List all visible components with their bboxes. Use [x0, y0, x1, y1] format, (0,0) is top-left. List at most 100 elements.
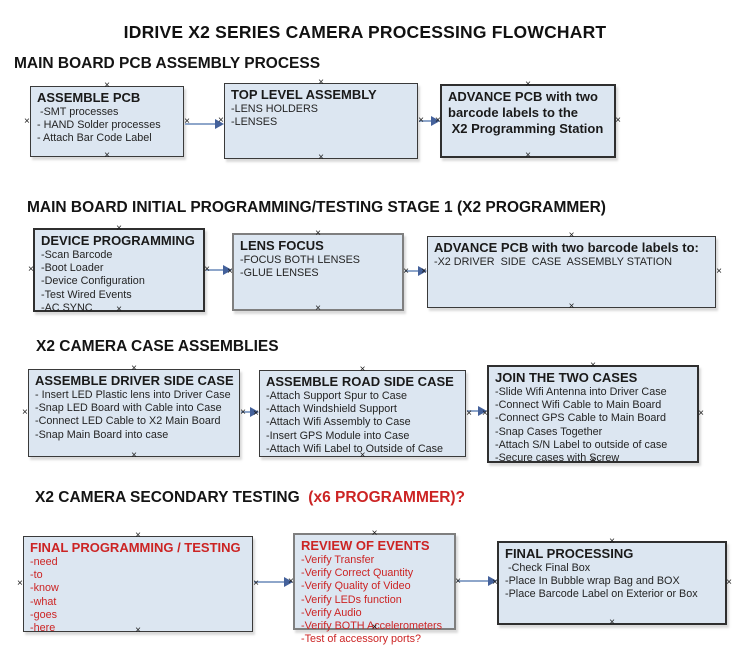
flow-box-title: LENS FOCUS	[240, 238, 324, 253]
flow-box-item: -Test Wired Events	[41, 288, 132, 301]
flow-box-item: -Attach Windshield Support	[266, 403, 397, 416]
arrow-shaft	[467, 410, 480, 412]
flow-box: DEVICE PROGRAMMING-Scan Barcode-Boot Loa…	[28, 223, 210, 315]
anchor-top-icon: ×	[318, 77, 324, 88]
flow-box-title: JOIN THE TWO CASES	[495, 370, 638, 385]
flow-box-item: -Attach Wifi Assembly to Case	[266, 416, 411, 429]
flow-box-item: - HAND Solder processes	[37, 119, 161, 132]
flow-box-item: -X2 DRIVER SIDE CASE ASSEMBLY STATION	[434, 256, 672, 268]
arrow-head-icon	[478, 406, 487, 416]
flow-box-item: -Verify Correct Quantity	[301, 567, 414, 580]
section-heading: X2 CAMERA SECONDARY TESTING (x6 PROGRAMM…	[35, 489, 465, 507]
flow-box: JOIN THE TWO CASES-Slide Wifi Antenna in…	[482, 360, 704, 466]
anchor-bottom-icon: ×	[609, 617, 615, 628]
arrow-shaft	[405, 270, 420, 272]
arrow-shaft	[457, 580, 490, 582]
section-heading-accent: (x6 PROGRAMMER)?	[308, 489, 466, 506]
anchor-right-icon: ×	[615, 115, 621, 126]
flow-box-item: -FOCUS BOTH LENSES	[240, 254, 360, 266]
flow-box-item: -Connect GPS Cable to Main Board	[495, 412, 667, 425]
flow-box: TOP LEVEL ASSEMBLY-LENS HOLDERS-LENSES××…	[218, 78, 424, 163]
flow-box-item: - Insert LED Plastic lens into Driver Ca…	[35, 389, 231, 401]
flow-box: ASSEMBLE ROAD SIDE CASE-Attach Support S…	[253, 365, 472, 461]
flow-box-title: FINAL PROCESSING	[505, 546, 634, 561]
arrow-head-icon	[418, 266, 427, 276]
section-heading-text: X2 CAMERA SECONDARY TESTING	[35, 489, 309, 506]
flow-box-title: ADVANCE PCB with two barcode labels to:	[434, 240, 699, 255]
anchor-top-icon: ×	[104, 80, 110, 91]
flow-box-item: -Attach Support Spur to Case	[266, 390, 408, 402]
flow-box-item: - Attach Bar Code Label	[37, 132, 152, 145]
anchor-top-icon: ×	[315, 228, 321, 239]
flow-box-item: -goes	[30, 608, 58, 621]
flow-box-item: -LENS HOLDERS	[231, 103, 318, 115]
flow-box-item: -Scan Barcode	[41, 249, 113, 261]
flow-box: FINAL PROGRAMMING / TESTING-need-to-know…	[17, 531, 259, 636]
flow-box-item: -Connect LED Cable to X2 Main Board	[35, 415, 221, 428]
flow-box: REVIEW OF EVENTS-Verify Transfer-Verify …	[288, 528, 461, 646]
arrow-head-icon	[431, 116, 440, 126]
flow-box-item: -Verify Audio	[301, 606, 362, 619]
flow-box-item: -here	[30, 622, 56, 635]
flow-box-item: -GLUE LENSES	[240, 267, 319, 280]
flow-box-title: FINAL PROGRAMMING / TESTING	[30, 540, 241, 555]
flow-box-item: -Verify LEDs function	[301, 593, 402, 606]
anchor-right-icon: ×	[726, 577, 732, 588]
flow-arrow	[419, 116, 440, 126]
arrow-shaft	[254, 581, 286, 583]
flow-box-item: -Connect Wifi Cable to Main Board	[495, 399, 662, 412]
section-heading: MAIN BOARD INITIAL PROGRAMMING/TESTING S…	[27, 199, 606, 217]
flow-box-title: DEVICE PROGRAMMING	[41, 233, 195, 248]
arrow-shaft	[206, 269, 225, 271]
arrow-shaft	[419, 120, 433, 122]
anchor-top-icon: ×	[359, 364, 366, 375]
anchor-left-icon: ×	[28, 264, 34, 275]
flow-box-title: REVIEW OF EVENTS	[301, 538, 430, 553]
anchor-top-icon: ×	[116, 223, 122, 234]
flow-box-item: -Snap Main Board into case	[35, 428, 169, 441]
anchor-left-icon: ×	[17, 578, 23, 589]
anchor-top-icon: ×	[131, 363, 137, 374]
flow-box-item: -Verify Transfer	[301, 554, 375, 566]
anchor-top-icon: ×	[590, 360, 596, 371]
flow-box-title: ASSEMBLE DRIVER SIDE CASE	[35, 373, 234, 388]
flow-box-item: -Device Configuration	[41, 275, 145, 288]
anchor-right-icon: ×	[698, 408, 704, 419]
flow-box: ASSEMBLE DRIVER SIDE CASE- Insert LED Pl…	[22, 364, 246, 461]
arrow-shaft	[241, 411, 252, 413]
anchor-top-icon: ×	[371, 528, 378, 539]
arrow-head-icon	[215, 119, 224, 129]
section-heading-text: MAIN BOARD PCB ASSEMBLY PROCESS	[14, 55, 321, 72]
flow-box-item: -Insert GPS Module into Case	[266, 429, 410, 442]
flow-box-item: -Attach Wifi Label to Outside of Case	[266, 442, 444, 455]
flow-box: ADVANCE PCB with two barcode labels to t…	[435, 79, 621, 161]
arrow-head-icon	[488, 576, 497, 586]
flow-box-item: -SMT processes	[37, 106, 119, 118]
flow-box-item: -Slide Wifi Antenna into Driver Case	[495, 386, 667, 398]
flow-box-title: ASSEMBLE ROAD SIDE CASE	[266, 374, 454, 389]
flow-arrow	[467, 406, 487, 416]
section-heading: MAIN BOARD PCB ASSEMBLY PROCESS	[14, 55, 320, 73]
flow-box-item: -Snap LED Board with Cable into Case	[35, 402, 222, 415]
flow-box-item: -Place Barcode Label on Exterior or Box	[505, 588, 698, 601]
flow-arrow	[241, 407, 259, 417]
arrow-head-icon	[284, 577, 293, 587]
flow-box-title: TOP LEVEL ASSEMBLY	[231, 87, 377, 102]
anchor-top-icon: ×	[525, 79, 531, 90]
flow-box: LENS FOCUS-FOCUS BOTH LENSES-GLUE LENSES…	[227, 228, 409, 314]
flow-box: ASSEMBLE PCB -SMT processes- HAND Solder…	[24, 81, 190, 161]
anchor-left-icon: ×	[22, 407, 28, 418]
arrow-shaft	[185, 123, 217, 125]
anchor-top-icon: ×	[135, 530, 141, 541]
flow-box-item: -Attach S/N Label to outside of case	[495, 438, 668, 451]
flow-arrow	[185, 119, 224, 129]
anchor-bottom-icon: ×	[318, 152, 324, 163]
anchor-right-icon: ×	[716, 266, 722, 277]
flow-box-item: -Verify BOTH Accelerometers	[301, 620, 442, 633]
anchor-top-icon: ×	[568, 230, 575, 241]
flow-box-item: -know	[30, 582, 59, 595]
anchor-bottom-icon: ×	[525, 150, 531, 161]
section-heading: X2 CAMERA CASE ASSEMBLIES	[36, 338, 279, 356]
section-heading-text: MAIN BOARD INITIAL PROGRAMMING/TESTING S…	[27, 199, 606, 216]
flow-box-item: -what	[30, 595, 57, 608]
